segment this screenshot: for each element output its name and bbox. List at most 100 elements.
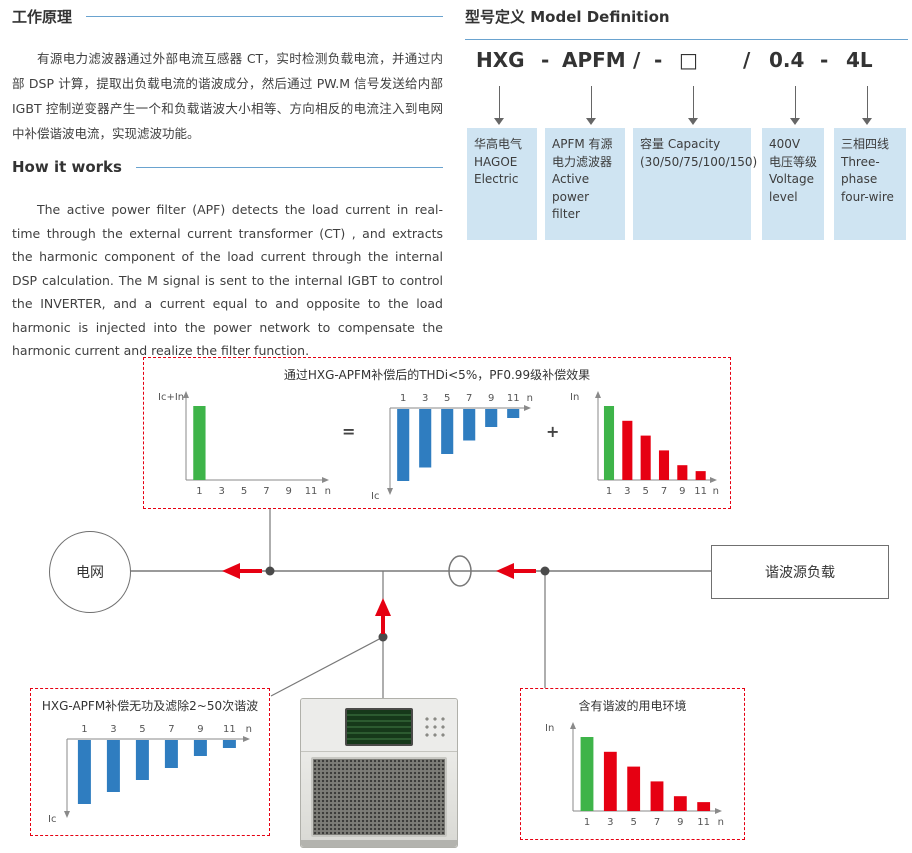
compensation-result-title: 通过HXG-APFM补偿后的THDi<5%，PF0.99级补偿效果: [283, 368, 591, 382]
svg-text:3: 3: [219, 486, 225, 497]
current-flow-arrow-left-icon: [496, 563, 536, 579]
model-segment-line: 容量 Capacity: [640, 137, 721, 151]
model-segment-line: phase: [841, 172, 878, 186]
device-front-panel: [301, 699, 457, 752]
how-it-works-body: The active power filter (APF) detects th…: [12, 202, 443, 358]
heading-rule: [135, 166, 443, 168]
svg-text:Ic: Ic: [371, 491, 379, 502]
harmonic-load-label: 谐波源负载: [765, 565, 835, 581]
svg-text:In: In: [570, 392, 579, 403]
heading-rule: [86, 16, 443, 17]
model-segment-line: 华高电气: [474, 137, 523, 151]
model-code-part: HXG: [476, 48, 525, 72]
model-code-part: -: [654, 48, 663, 72]
svg-text:n: n: [713, 486, 719, 497]
model-segment-line: 三相四线: [841, 137, 890, 151]
model-segment-box: 400V 电压等级 Voltage level: [762, 128, 824, 240]
svg-text:1: 1: [196, 486, 202, 497]
svg-text:n: n: [325, 486, 331, 497]
ct-symbol: [448, 555, 472, 587]
model-segment-line: Three-: [841, 154, 880, 169]
model-code-part: /: [633, 48, 641, 72]
svg-text:11: 11: [223, 724, 236, 735]
svg-text:3: 3: [624, 486, 630, 497]
svg-text:1: 1: [606, 486, 612, 497]
injection-arrow-up-icon: [375, 598, 391, 634]
model-code-part: □: [679, 48, 698, 72]
svg-text:5: 5: [630, 817, 636, 828]
model-code-part: -: [820, 48, 829, 72]
down-arrow-icon: [494, 86, 504, 126]
junction-dot: [265, 566, 275, 576]
connector-apf-box: [270, 636, 384, 697]
equals-sign: =: [342, 422, 356, 441]
model-segment-box: 华高电气 HAGOE Electric: [467, 128, 537, 240]
device-vent-grille: [311, 757, 447, 837]
model-segment-line: 400V: [769, 137, 801, 151]
model-code-part: 0.4: [769, 48, 805, 72]
device-screen: [345, 708, 413, 746]
svg-text:1: 1: [400, 393, 406, 404]
svg-text:5: 5: [444, 393, 450, 404]
model-segment-box: 三相四线 Three-phase four-wire: [834, 128, 906, 240]
model-definition-title: 型号定义 Model Definition: [465, 6, 908, 40]
model-segment-box: 容量 Capacity (30/50/75/100/150): [633, 128, 758, 240]
compensation-result-box: 通过HXG-APFM补偿后的THDi<5%，PF0.99级补偿效果 1 3 5 7 9 1…: [143, 357, 731, 509]
model-code-part: 4L: [846, 48, 873, 72]
svg-text:5: 5: [241, 486, 247, 497]
svg-text:11: 11: [305, 486, 318, 497]
model-segment-line: Electric: [474, 172, 519, 186]
model-definition-section: 型号定义 Model Definition HXG-APFM/-□/0.4-4L…: [465, 6, 908, 256]
svg-text:9: 9: [197, 724, 203, 735]
svg-text:1: 1: [584, 817, 590, 828]
harmonic-environment-title: 含有谐波的用电环境: [578, 699, 687, 713]
apf-device-image: [300, 698, 458, 848]
working-principle-title: 工作原理: [12, 8, 73, 26]
svg-text:7: 7: [263, 486, 269, 497]
model-segment-line: level: [769, 189, 798, 204]
svg-text:7: 7: [661, 486, 667, 497]
device-cabinet: [300, 698, 458, 848]
how-it-works-title: How it works: [12, 158, 122, 176]
junction-dot: [378, 632, 388, 642]
device-base: [301, 840, 457, 847]
model-segment-line: 电力滤波器: [552, 154, 613, 169]
harmonic-load-node: 谐波源负载: [711, 545, 889, 599]
svg-text:3: 3: [607, 817, 613, 828]
svg-text:11: 11: [694, 486, 707, 497]
model-segment-line: Voltage: [769, 172, 815, 186]
svg-text:n: n: [527, 393, 533, 404]
down-arrow-icon: [862, 86, 872, 126]
svg-text:9: 9: [488, 393, 494, 404]
power-grid-node: 电网: [49, 531, 131, 613]
svg-text:7: 7: [654, 817, 660, 828]
svg-text:7: 7: [466, 393, 472, 404]
current-flow-arrow-left-icon: [222, 563, 262, 579]
model-code-part: /: [743, 48, 751, 72]
device-buttons: [423, 715, 449, 737]
model-segment-line: Active: [552, 172, 590, 186]
model-segment-line: four-wire: [841, 189, 894, 204]
plus-sign: +: [546, 422, 560, 441]
down-arrow-icon: [790, 86, 800, 126]
svg-text:In: In: [545, 723, 554, 734]
working-principle-body: 有源电力滤波器通过外部电流互感器 CT，实时检测负载电流，并通过内部 DSP 计…: [12, 51, 443, 141]
svg-text:11: 11: [697, 817, 710, 828]
model-segment-line: power filter: [552, 189, 590, 222]
model-code-part: APFM: [562, 48, 626, 72]
model-segment-line: (30/50/75/100/150): [640, 154, 758, 169]
svg-text:3: 3: [422, 393, 428, 404]
junction-dot: [540, 566, 550, 576]
model-segment-line: HAGOE: [474, 154, 518, 169]
down-arrow-icon: [586, 86, 596, 126]
svg-text:n: n: [246, 724, 252, 735]
model-segment-line: 电压等级: [769, 154, 818, 169]
power-grid-label: 电网: [76, 565, 104, 581]
